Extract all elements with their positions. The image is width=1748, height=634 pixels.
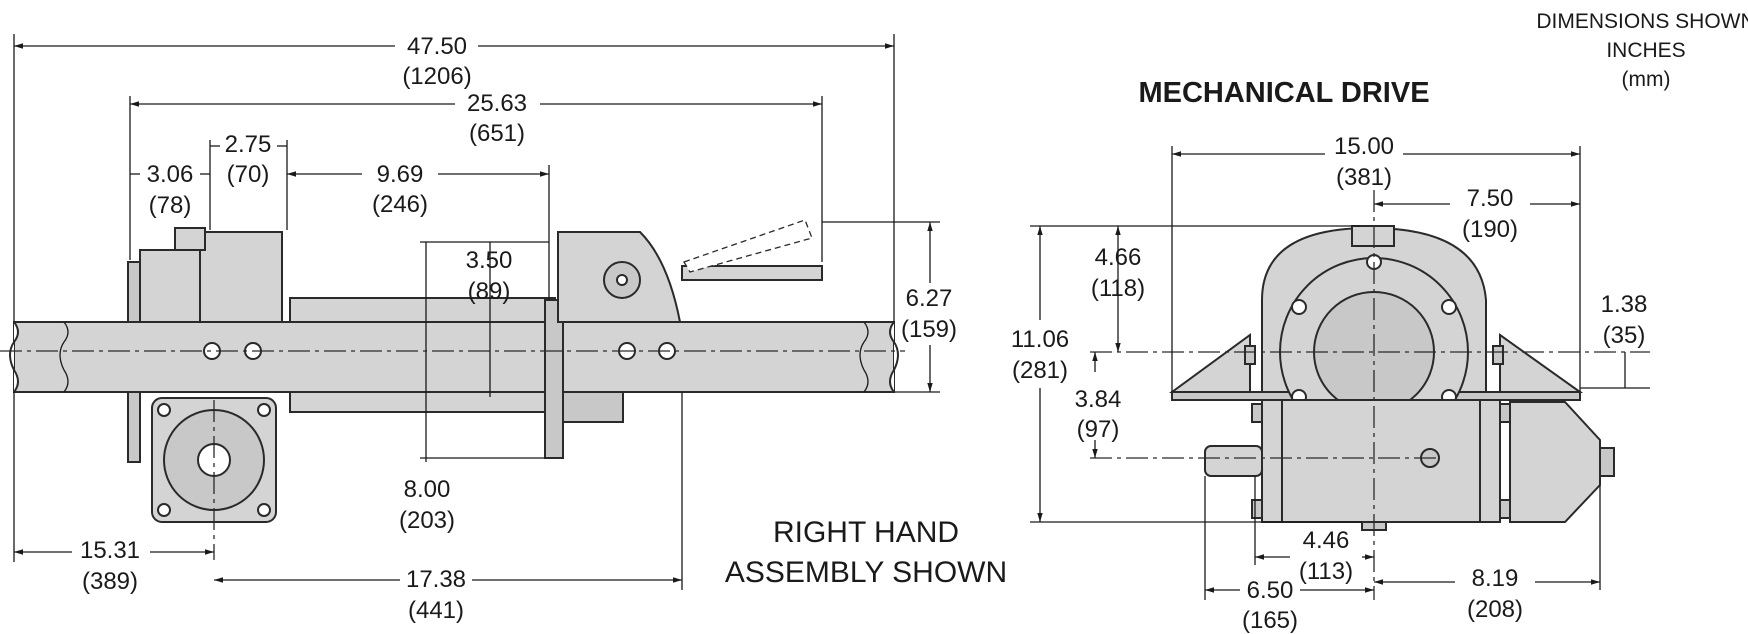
dim-4-66-mm: (118): [1091, 275, 1145, 302]
dim-8-19-mm: (208): [1467, 596, 1523, 623]
dim-17-38-mm: (441): [408, 597, 464, 624]
end-collar: [562, 391, 624, 423]
dim-11-06-in: 11.06: [1011, 326, 1069, 353]
dim-7-50-in: 7.50: [1467, 185, 1514, 212]
housing-bottom: [289, 391, 556, 413]
dim-1-38-in: 1.38: [1601, 291, 1648, 318]
dim-3-84-in: 3.84: [1075, 386, 1122, 413]
end-view-dimensions: [1030, 146, 1650, 600]
dim-7-50-mm: (190): [1462, 216, 1518, 243]
dim-6-27-in: 6.27: [906, 285, 953, 312]
tube-break-mark-left: [59, 321, 69, 393]
units-note-line2: INCHES: [1606, 39, 1685, 62]
dim-8-19-in: 8.19: [1472, 565, 1519, 592]
dim-8-00-mm: (203): [399, 507, 455, 534]
dim-47-50-mm: (1206): [402, 63, 471, 90]
dim-2-75-in: 2.75: [225, 131, 272, 158]
dim-3-50-in: 3.50: [466, 247, 513, 274]
lever-pivot-center: [616, 274, 628, 286]
dim-3-84-mm: (97): [1077, 416, 1120, 443]
flange-upper: [127, 261, 141, 323]
side-view-drawing: [0, 219, 905, 560]
units-note-line1: DIMENSIONS SHOWN: [1536, 10, 1748, 33]
gearbox-upper: [199, 231, 283, 323]
motor-bolt: [257, 503, 271, 517]
lever-arm: [681, 265, 823, 281]
gearbox-block: [139, 249, 201, 323]
side-view-dimensions: [13, 34, 940, 590]
gearbox-cap: [174, 227, 206, 251]
assembly-label-line2: ASSEMBLY SHOWN: [725, 556, 1007, 589]
flange-lower: [127, 391, 141, 463]
dim-6-50-in: 6.50: [1247, 577, 1294, 604]
dim-6-50-mm: (165): [1242, 607, 1298, 634]
dim-25-63-in: 25.63: [467, 90, 527, 117]
dim-3-06-in: 3.06: [147, 161, 194, 188]
dim-1-38-mm: (35): [1603, 322, 1646, 349]
dim-9-69-in: 9.69: [377, 161, 424, 188]
motor-bolt: [257, 403, 271, 417]
tube-break-right: [889, 321, 899, 393]
lever-alt-position: [683, 219, 813, 273]
dim-9-69-mm: (246): [372, 191, 428, 218]
dim-15-31-mm: (389): [82, 568, 138, 595]
drive-motor: [1509, 401, 1601, 523]
dim-4-66-in: 4.66: [1095, 244, 1142, 271]
dim-2-75-mm: (70): [227, 161, 270, 188]
top-cap: [1351, 225, 1395, 247]
dim-6-27-mm: (159): [901, 316, 957, 343]
gearbox-lower: [1261, 399, 1501, 523]
tube-break-left: [9, 321, 19, 393]
dim-15-31-in: 15.31: [80, 537, 140, 564]
input-shaft: [1204, 445, 1263, 477]
dim-11-06-mm: (281): [1012, 357, 1068, 384]
dim-4-46-mm: (113): [1299, 558, 1353, 585]
dim-25-63-mm: (651): [469, 120, 525, 147]
dim-4-46-in: 4.46: [1303, 527, 1350, 554]
dim-8-00-in: 8.00: [404, 476, 451, 503]
end-flange: [544, 299, 564, 459]
end-view-drawing: [1090, 190, 1650, 600]
motor-bolt: [157, 503, 171, 517]
dim-17-38-in: 17.38: [406, 566, 466, 593]
dim-3-50-mm: (89): [468, 278, 511, 305]
dim-3-06-mm: (78): [149, 192, 192, 219]
assembly-label-line1: RIGHT HAND: [773, 516, 959, 549]
dim-47-50-in: 47.50: [407, 33, 467, 60]
tube-break-mark-right: [859, 321, 869, 393]
tube-body: [13, 321, 895, 393]
dim-15-00-mm: (381): [1336, 164, 1392, 191]
housing-top: [289, 297, 556, 323]
mechanical-drive-heading: MECHANICAL DRIVE: [1138, 77, 1429, 109]
motor-bolt: [157, 403, 171, 417]
units-note-line3: (mm): [1622, 68, 1671, 91]
dim-15-00-in: 15.00: [1334, 133, 1394, 160]
